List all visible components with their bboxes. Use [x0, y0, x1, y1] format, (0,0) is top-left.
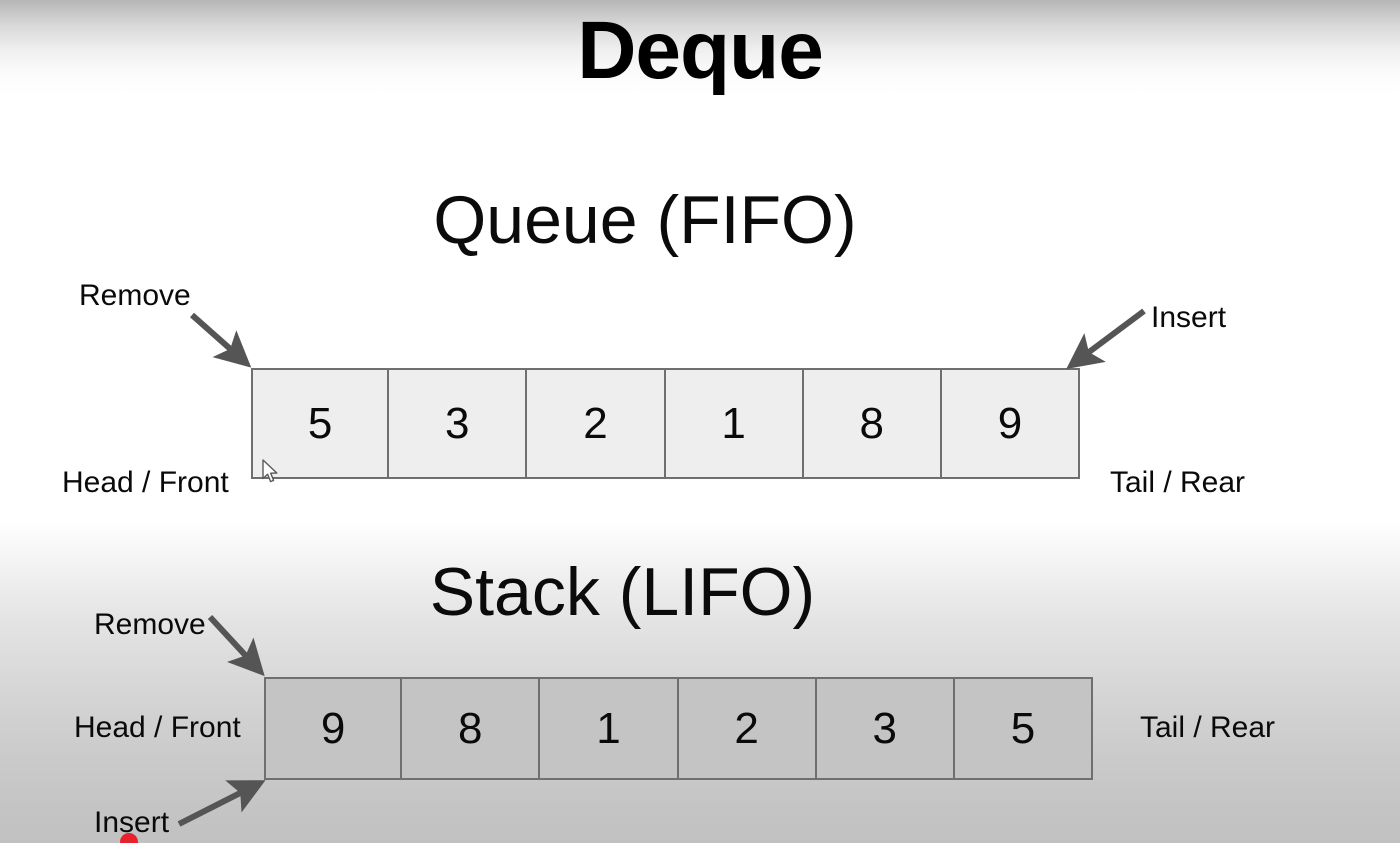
stack-cell[interactable]: 8	[402, 677, 541, 780]
stack-section-title: Stack (LIFO)	[429, 554, 816, 630]
queue-insert-label: Insert	[1151, 301, 1227, 334]
mouse-cursor	[262, 459, 278, 483]
stack-tail-rear-label: Tail / Rear	[1140, 711, 1276, 744]
queue-cell[interactable]: 1	[665, 368, 804, 479]
red-dot-marker	[120, 833, 138, 843]
queue-cell[interactable]: 9	[941, 368, 1081, 479]
queue-section-title: Queue (FIFO)	[433, 182, 857, 258]
queue-cell[interactable]: 2	[527, 368, 666, 479]
queue-cell[interactable]: 3	[389, 368, 528, 479]
queue-tail-rear-label: Tail / Rear	[1110, 466, 1246, 499]
stack-cell[interactable]: 1	[540, 677, 679, 780]
stack-cell[interactable]: 5	[954, 677, 1094, 780]
queue-cell-strip: 5 3 2 1 8 9	[251, 368, 1081, 479]
stack-cell[interactable]: 3	[816, 677, 955, 780]
stack-remove-label: Remove	[94, 608, 206, 641]
stack-cell[interactable]: 9	[264, 677, 403, 780]
queue-cell[interactable]: 5	[251, 368, 390, 479]
stack-cell-strip: 9 8 1 2 3 5	[264, 677, 1094, 780]
stack-cell[interactable]: 2	[678, 677, 817, 780]
stack-head-front-label: Head / Front	[74, 711, 241, 744]
queue-cell[interactable]: 8	[803, 368, 942, 479]
page-title: Deque	[577, 5, 824, 96]
queue-remove-label: Remove	[79, 279, 191, 312]
queue-head-front-label: Head / Front	[62, 466, 229, 499]
